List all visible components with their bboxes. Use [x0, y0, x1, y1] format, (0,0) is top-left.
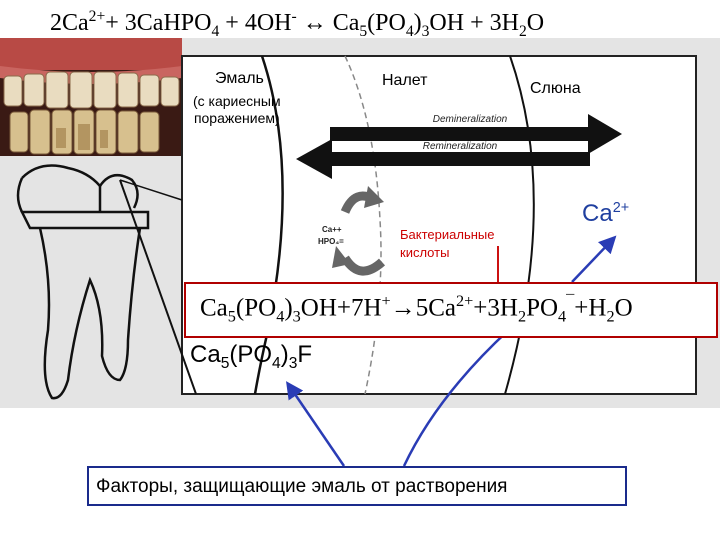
- enamel-boundary: [253, 55, 284, 395]
- ion-cycle: Ca++ HPO₄=: [318, 186, 386, 276]
- remineralization-arrow: [296, 139, 590, 179]
- fluorapatite-formula: Ca5(PO4)3F: [190, 341, 313, 372]
- cycle-ca-label: Ca++: [322, 225, 342, 234]
- demineralization-label: Demineralization: [433, 114, 508, 125]
- tooth-pointer-upper: [119, 179, 183, 201]
- ca-release-arrow: [571, 235, 617, 283]
- calcium-ion-label: Ca2+: [582, 200, 630, 227]
- remineralization-label: Remineralization: [423, 141, 498, 152]
- top-equation: 2Ca2++ 3CaHPO4 + 4OH- ↔ Ca5(PO4)3OH + 3H…: [50, 8, 545, 40]
- teeth-photo: [0, 38, 182, 156]
- dissolution-equation-box: [184, 282, 718, 338]
- plaque-label: Налет: [382, 72, 428, 89]
- protective-factors-box: [87, 466, 627, 506]
- demineralization-arrow: [330, 114, 622, 154]
- saliva-boundary: [504, 55, 535, 395]
- dissolution-equation: Ca5(PO4)3OH+7H+→5Ca2++3H2PO4¯+H2O: [200, 292, 633, 326]
- tooth-illustration: [16, 164, 150, 400]
- enamel-label: Эмаль: [215, 70, 264, 87]
- protect-arrow-left: [286, 381, 346, 467]
- saliva-label: Слюна: [530, 80, 581, 97]
- tooth-pointer: [119, 179, 197, 395]
- protective-factors-text: Факторы, защищающие эмаль от растворения: [96, 476, 508, 497]
- cycle-hpo-label: HPO₄=: [318, 237, 344, 246]
